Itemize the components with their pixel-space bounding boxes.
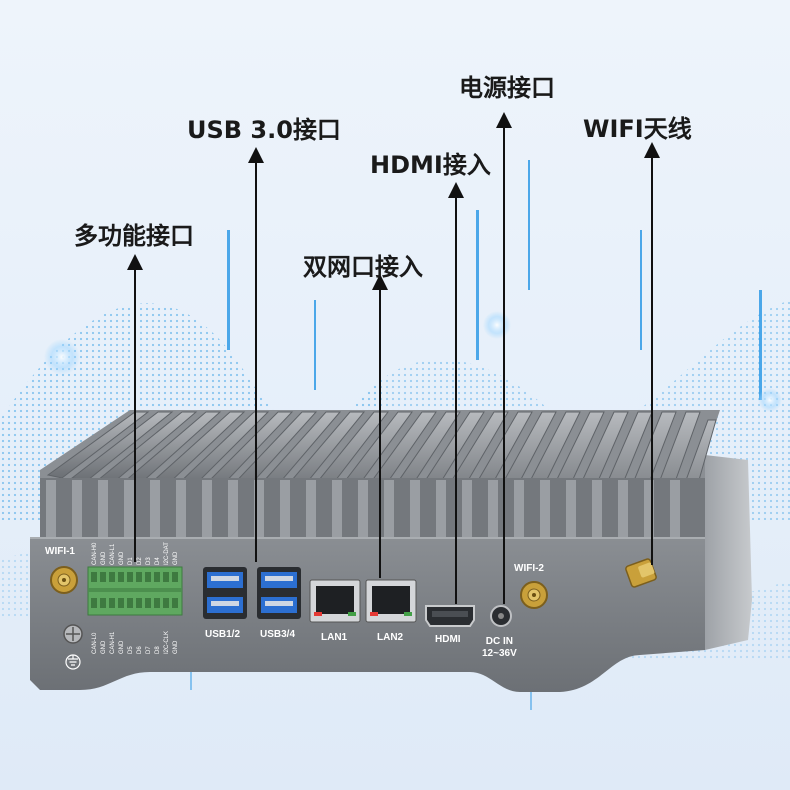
label-dcin-line1: DC IN bbox=[485, 636, 513, 647]
callout-power: 电源接口 bbox=[459, 74, 555, 102]
label-lan1: LAN1 bbox=[321, 632, 348, 643]
dc-in-jack bbox=[490, 605, 512, 627]
terminal-pin-label: GND bbox=[119, 640, 125, 654]
wifi2-connector bbox=[520, 581, 548, 609]
terminal-pin-label: I2C-CLK bbox=[164, 630, 170, 654]
terminal-pin-label: D2 bbox=[137, 557, 143, 565]
label-dcin: DC IN 12~36V bbox=[482, 636, 517, 659]
terminal-pin-label: D7 bbox=[146, 646, 152, 654]
terminal-pin-label: CAN-H0 bbox=[92, 542, 98, 565]
label-lan2: LAN2 bbox=[377, 632, 404, 643]
terminal-pin-label: CAN-H1 bbox=[110, 631, 116, 654]
terminal-pin-label: D8 bbox=[155, 646, 161, 654]
terminal-pin-label: CAN-L0 bbox=[92, 632, 98, 654]
label-hdmi: HDMI bbox=[435, 634, 461, 645]
terminal-pin-label: D6 bbox=[137, 646, 143, 654]
terminal-pin-label: D1 bbox=[128, 557, 134, 565]
label-wifi2: WIFI-2 bbox=[514, 563, 544, 574]
terminal-pin-label: GND bbox=[173, 640, 179, 654]
usb-ports bbox=[203, 567, 301, 619]
terminal-pin-label: GND bbox=[173, 551, 179, 565]
callout-dual-lan: 双网口接入 bbox=[303, 253, 423, 281]
label-wifi1: WIFI-1 bbox=[45, 546, 75, 557]
callout-multifunction: 多功能接口 bbox=[74, 222, 194, 250]
label-dcin-line2: 12~36V bbox=[482, 647, 517, 659]
ground-screw-icon bbox=[63, 624, 83, 670]
terminal-pin-label: D4 bbox=[155, 557, 161, 565]
terminal-pin-label: GND bbox=[119, 551, 125, 565]
terminal-pin-label: GND bbox=[101, 640, 107, 654]
callout-usb: USB 3.0接口 bbox=[187, 116, 341, 144]
terminal-pin-label: D3 bbox=[146, 557, 152, 565]
lan-ports bbox=[309, 579, 417, 623]
terminal-pin-label: I2C-DAT bbox=[164, 542, 170, 565]
callout-hdmi: HDMI接入 bbox=[370, 151, 491, 179]
label-usb34: USB3/4 bbox=[260, 629, 296, 640]
terminal-pin-label: GND bbox=[101, 551, 107, 565]
wifi1-connector bbox=[50, 566, 78, 594]
terminal-pin-label: D5 bbox=[128, 646, 134, 654]
terminal-block bbox=[87, 566, 183, 616]
terminal-pin-label: CAN-L1 bbox=[110, 543, 116, 565]
hdmi-port bbox=[425, 605, 475, 627]
callout-wifi: WIFI天线 bbox=[583, 115, 692, 143]
side-antenna-connector bbox=[625, 558, 657, 588]
callout-arrows bbox=[127, 112, 660, 604]
label-usb12: USB1/2 bbox=[205, 629, 241, 640]
